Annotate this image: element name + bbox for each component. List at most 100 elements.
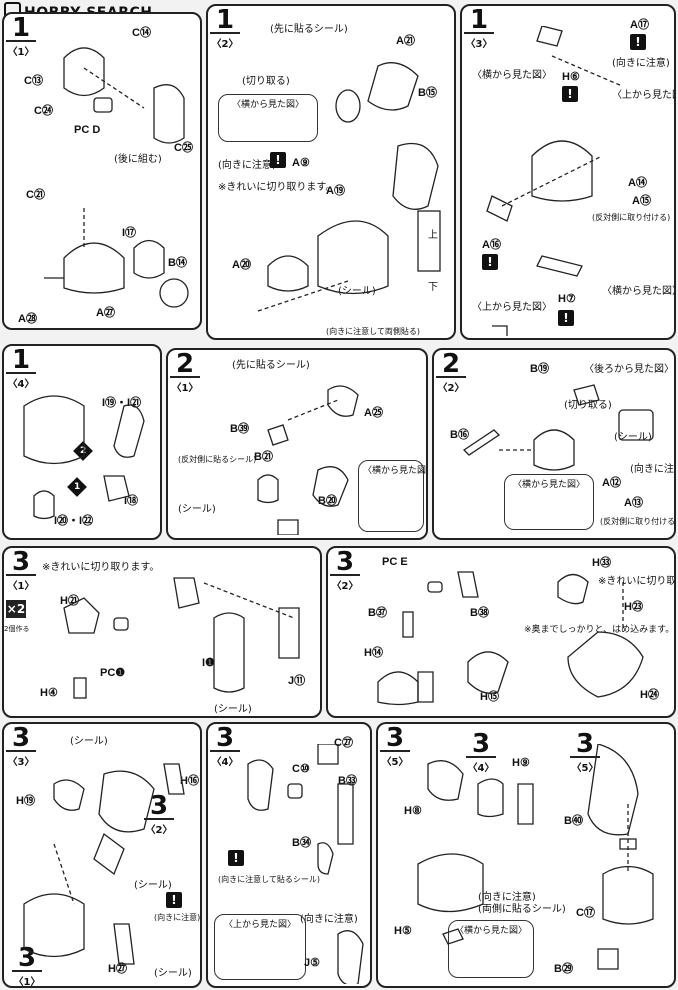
step-tab: 1〈2〉 <box>210 5 240 50</box>
note: (両側に貼るシール) <box>478 904 566 915</box>
ref-tab: 3〈2〉 <box>144 791 174 836</box>
part-label: B㉙ <box>554 963 573 975</box>
part-label: I❶ <box>202 657 215 669</box>
side-view-bubble: 〈横から見た図〉 <box>358 460 426 532</box>
note: (切り取る) <box>242 76 290 87</box>
part-label: H⑮ <box>480 691 499 703</box>
part-label: C⑩ <box>292 763 310 775</box>
note: (向きに注意) <box>300 914 358 925</box>
note: 上 <box>428 230 438 241</box>
part-label: H⑧ <box>404 805 422 817</box>
part-label: B㊴ <box>230 423 249 435</box>
part-label: A⑰ <box>630 19 649 31</box>
part-label: B㊵ <box>564 815 583 827</box>
part-label: H⑥ <box>562 71 580 83</box>
part-illustration <box>417 744 654 970</box>
part-illustration <box>23 763 185 965</box>
part-label: H⑦ <box>558 293 576 305</box>
step-tab: 3〈3〉 <box>6 723 36 768</box>
part-illustration <box>377 571 644 706</box>
part-label: H⑯ <box>180 775 199 787</box>
note: (向きに注意) <box>478 892 536 903</box>
side-view-bubble: 〈横から見た図〉 <box>504 474 594 530</box>
part-illustration <box>23 395 145 520</box>
part-label: H④ <box>40 687 58 699</box>
step-tab: 3〈4〉 <box>210 723 240 768</box>
note: (シール) <box>134 880 172 891</box>
part-label: C⑬ <box>24 75 43 87</box>
note: 〈横から見た図〉 <box>472 70 552 81</box>
part-label: B㊳ <box>470 607 489 619</box>
part-label: A⑲ <box>326 185 345 197</box>
note: (シール) <box>214 704 252 715</box>
step-tab: 1〈3〉 <box>464 5 494 50</box>
part-label: A⑬ <box>624 497 643 509</box>
part-label: H㉝ <box>592 557 611 569</box>
part-label: A㉗ <box>96 307 115 319</box>
part-illustration <box>257 62 441 312</box>
warning-icon: ! <box>482 254 498 270</box>
part-label: I⑱ <box>124 495 139 507</box>
note: ※きれいに切り取ります。 <box>218 182 336 193</box>
part-illustration <box>486 26 623 336</box>
note: (向きに注意) <box>218 160 276 171</box>
part-label: H⑲ <box>16 795 35 807</box>
note: (向きに注意) <box>154 913 201 922</box>
part-label: PC D <box>74 124 101 136</box>
part-label: PC❶ <box>100 667 126 679</box>
part-label: B⑲ <box>530 363 549 375</box>
part-illustration <box>257 385 359 535</box>
ref-tab: 3〈1〉 <box>12 943 42 988</box>
warning-icon: ! <box>630 34 646 50</box>
note: (向きに注意して両側貼る) <box>326 327 421 336</box>
side-view-bubble: 〈横から見た図〉 <box>218 94 318 142</box>
part-label: A⑯ <box>482 239 501 251</box>
part-label: A⑳ <box>232 259 251 271</box>
note: (後に組む) <box>114 154 162 165</box>
ref-tab: 3〈5〉 <box>570 729 600 774</box>
part-label: H⑤ <box>394 925 412 937</box>
part-label: C㉔ <box>34 105 53 117</box>
part-label: H⑨ <box>512 757 530 769</box>
part-label: H㉑ <box>60 595 79 607</box>
part-label: A㉘ <box>18 313 37 325</box>
note: (反対側に貼るシール) <box>178 455 257 464</box>
part-label: A㉑ <box>396 35 415 47</box>
panel-step-1-1: 1〈1〉 C⑭ C⑬ C㉔ PC D C㉕ (後に組む) C㉑ I⑰ B⑭ A㉘… <box>2 12 202 330</box>
part-illustration <box>247 744 364 984</box>
note: (切り取る) <box>564 400 612 411</box>
panel-step-3-5: 3〈5〉 3〈4〉 H⑨ H⑧ (向きに注意) (両側に貼るシール) H⑤ 〈横… <box>376 722 676 988</box>
note: (反対側に取り付ける) <box>600 517 676 526</box>
panel-step-1-4: 1〈4〉 I⑲・I㉑ I⑱ I⑳・I㉒ 2 1 <box>2 344 162 540</box>
part-label: B⑭ <box>168 257 187 269</box>
part-label: C㉑ <box>26 189 45 201</box>
panel-step-3-3: 3〈3〉 (シール) H⑲ H⑯ 3〈2〉 (シール) ! (向きに注意) (シ… <box>2 722 202 988</box>
warning-icon: ! <box>562 86 578 102</box>
panel-step-2-1: 2〈1〉 (先に貼るシール) A㉕ B㊴ (反対側に貼るシール) B㉑ (シール… <box>166 348 428 540</box>
warning-icon: ! <box>228 850 244 866</box>
part-label: A⑭ <box>628 177 647 189</box>
part-label: C⑰ <box>576 907 595 919</box>
multiplier-note: 2個作る <box>4 625 30 633</box>
part-illustration <box>63 577 300 699</box>
note: (先に貼るシール) <box>232 360 310 371</box>
note: (向きに注意) <box>630 464 674 475</box>
part-label: C⑭ <box>132 27 151 39</box>
note: (シール) <box>338 286 376 297</box>
note: 〈後ろから見た図〉 <box>584 364 674 375</box>
part-label: B⑯ <box>450 429 469 441</box>
note: (向きに注意して貼るシール) <box>218 875 321 884</box>
part-label: J⑪ <box>288 675 306 687</box>
part-label: I⑳・I㉒ <box>54 515 94 527</box>
part-label: B㉞ <box>292 837 311 849</box>
part-label: B㊲ <box>368 607 387 619</box>
note: (シール) <box>178 504 216 515</box>
panel-step-3-2: 3〈2〉 PC E B㊲ B㊳ H⑭ H⑮ H㉝ ※きれいに切り取ります。 H㉓… <box>326 546 676 718</box>
part-label: B⑮ <box>418 87 437 99</box>
side-view-bubble: 〈横から見た図〉 <box>448 920 534 978</box>
top-view-bubble: 〈上から見た図〉 <box>214 914 306 980</box>
note: ※きれいに切り取ります。 <box>42 562 160 573</box>
part-label: H㉔ <box>640 689 659 701</box>
step-tab: 2〈1〉 <box>170 349 200 394</box>
step-tab: 3〈5〉 <box>380 723 410 768</box>
